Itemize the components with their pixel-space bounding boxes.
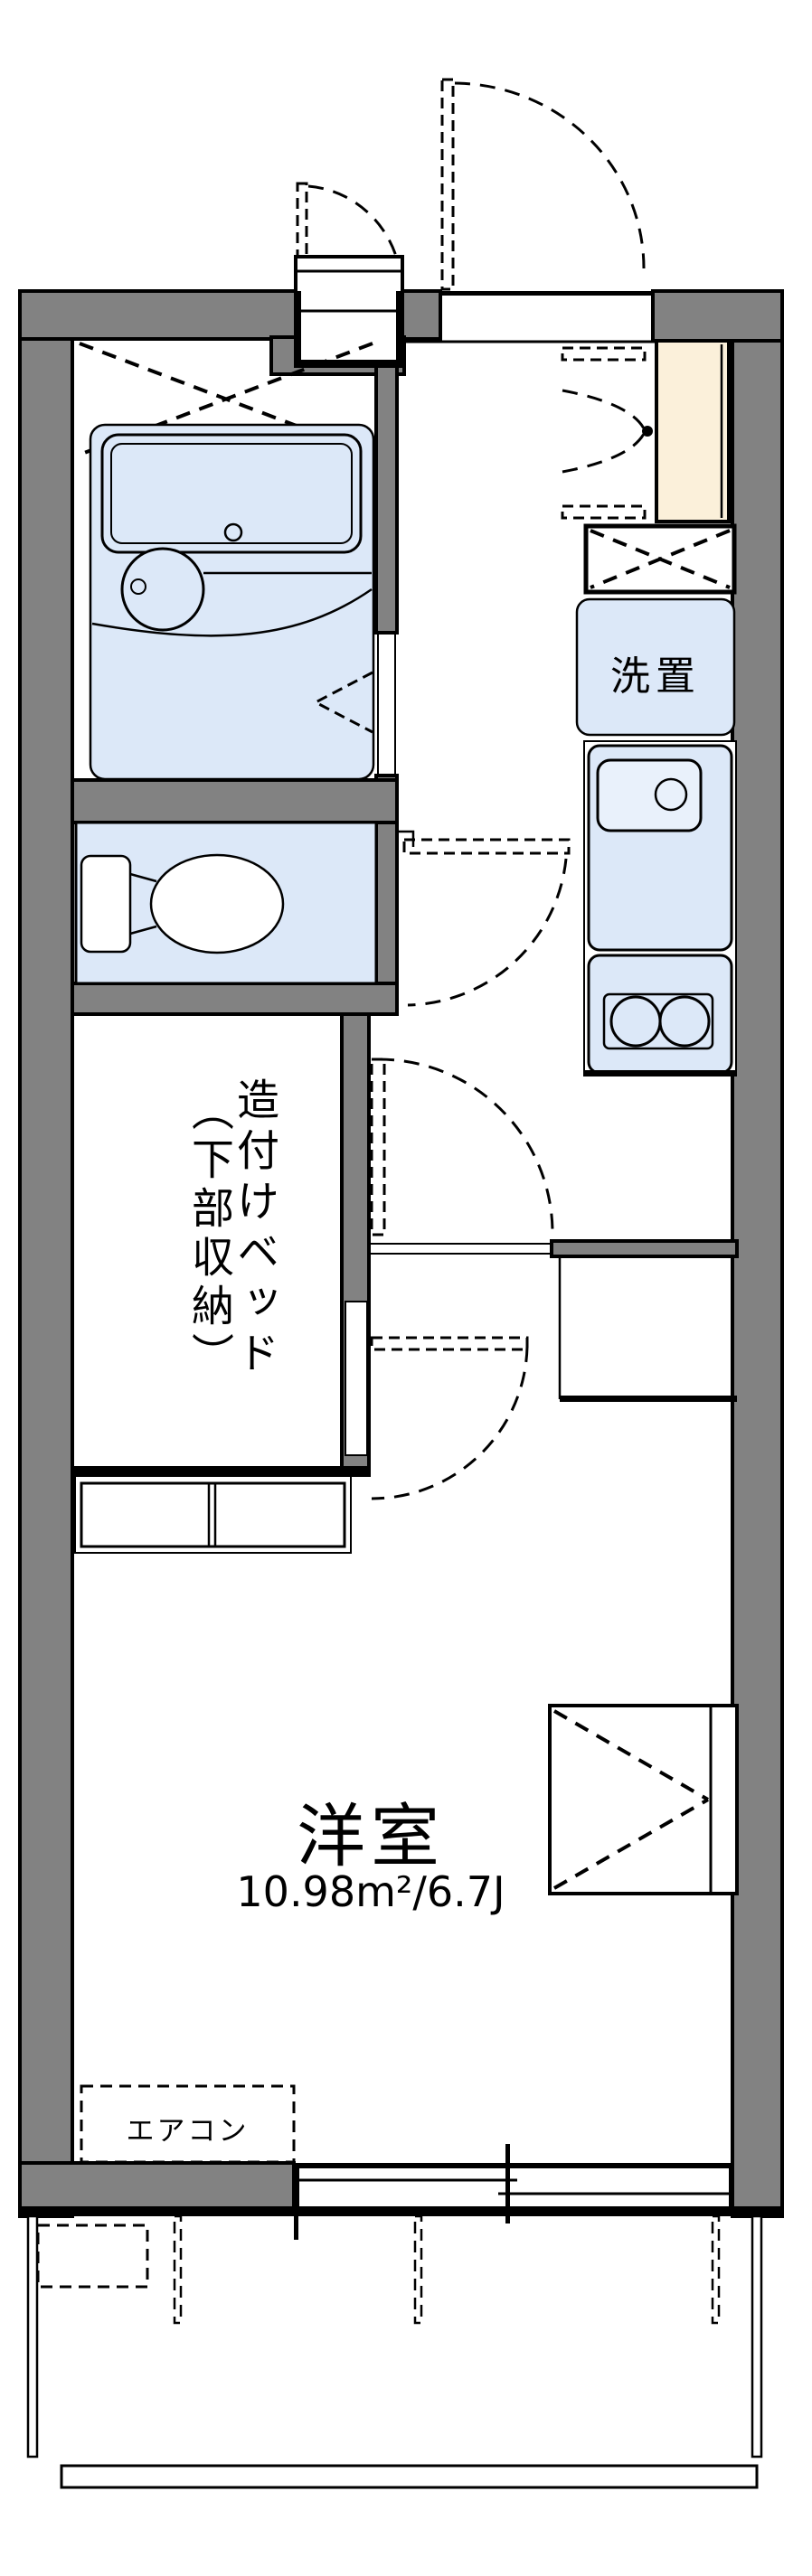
bathtub [100, 433, 363, 554]
balcony-divider [711, 2214, 721, 2325]
room-door [370, 1058, 554, 1255]
bed-label-main: 造付けベッド [229, 1077, 279, 1381]
bath-unit [89, 423, 375, 781]
closet-door-bottom-icon [561, 504, 647, 520]
door-leaf-icon [370, 1058, 386, 1236]
wall-right [731, 289, 784, 2218]
closet-door-top-icon [561, 346, 647, 362]
bathroom-door [312, 635, 396, 776]
closet-swing-arc-icon [562, 433, 646, 474]
washer-pan [583, 523, 737, 595]
bedroom-door [370, 1336, 529, 1500]
bathroom [79, 342, 375, 781]
balcony-rail-left [26, 2214, 39, 2458]
door-swing-arc-icon [371, 1346, 529, 1500]
balcony-divider [413, 2214, 423, 2325]
sink-basin [596, 758, 703, 832]
kitchen [583, 740, 737, 1076]
counter-inner [80, 1481, 346, 1548]
bed-wall-opening [345, 1301, 368, 1456]
entrance-porch [294, 255, 655, 368]
washbasin [120, 547, 205, 632]
shoe-cabinet [655, 339, 731, 523]
balcony-divider [173, 2214, 183, 2325]
balcony [26, 2214, 763, 2489]
toilet-bowl [149, 853, 285, 954]
toilet-seat-lines [129, 872, 157, 935]
wall-bath-corridor-upper [374, 335, 399, 635]
bifold-door-icon [312, 671, 373, 734]
door-leaf-icon [370, 1336, 529, 1351]
door-swing-arc-icon [407, 858, 568, 1007]
window-frame-right [729, 2163, 734, 2216]
fridge-space-bottom [560, 1396, 737, 1402]
wall-top-right [651, 289, 784, 343]
x-mark-icon [590, 529, 731, 589]
washer-label: 洗置 [610, 653, 701, 700]
toilet-tank [80, 854, 132, 954]
aircon-label: エアコン [126, 2115, 250, 2148]
aircon-box [80, 2084, 296, 2164]
doorway-top-line [440, 291, 653, 296]
wall-bed-bottom [72, 1466, 369, 1476]
window-frame-left [294, 2163, 299, 2216]
entrance-closet [561, 346, 653, 520]
storage-closet [548, 1704, 739, 1895]
swing-mark-icon [553, 1798, 709, 1890]
door-leaf-icon [440, 78, 455, 291]
toilet-door-mark [399, 830, 415, 847]
basin-drain-icon [130, 578, 146, 595]
drain-icon [223, 522, 243, 542]
wall-toilet-bed [71, 982, 399, 1016]
door-swing-arc-icon [454, 81, 646, 269]
wall-bath-toilet [71, 778, 399, 824]
wall-left [18, 289, 74, 2218]
bathtub-inner [110, 443, 353, 544]
balcony-rail-bottom [60, 2464, 759, 2489]
counter-outer [74, 1475, 352, 1554]
recess-side-right [396, 291, 404, 368]
room-name-label: 洋室 [297, 1796, 445, 1876]
corridor-door [402, 838, 571, 1007]
laundry-space-box [575, 597, 736, 737]
wall-corridor-room [550, 1239, 739, 1258]
window-center-tick [505, 2144, 510, 2223]
bed-label-sub: （下部収納） [184, 1088, 233, 1381]
balcony-rail-right [751, 2214, 763, 2458]
faucet-icon [654, 777, 688, 812]
x-mark-icon [79, 342, 373, 456]
fridge-space [558, 1256, 737, 1402]
entry-recess [299, 291, 398, 360]
closet-handle-dot [642, 426, 653, 437]
wall-bottom-left [18, 2161, 296, 2210]
wall-bottom-edge [20, 2206, 782, 2216]
door-leaf-icon [402, 838, 571, 855]
counter-front-line [91, 588, 373, 637]
entrance-door-main [440, 78, 646, 291]
porch-outline [294, 255, 404, 294]
swing-mark-icon [553, 1709, 709, 1801]
recess-side-left [294, 291, 301, 368]
recess-bottom [294, 360, 404, 368]
room-area-label: 10.98m²/6.7J [236, 1867, 505, 1916]
kitchen-base-line [584, 1070, 736, 1076]
burner-icon [658, 995, 711, 1048]
balcony-tick [294, 2216, 298, 2240]
closet-swing-arc-icon [562, 389, 646, 429]
window-frame-top [294, 2163, 734, 2168]
stove-top [602, 992, 714, 1050]
south-window [294, 2144, 734, 2223]
door-swing-arc-icon [378, 1058, 554, 1234]
bed-counter [74, 1475, 352, 1554]
toilet-room [74, 821, 415, 985]
burner-icon [609, 995, 662, 1048]
ac-outdoor-unit [36, 2223, 149, 2289]
